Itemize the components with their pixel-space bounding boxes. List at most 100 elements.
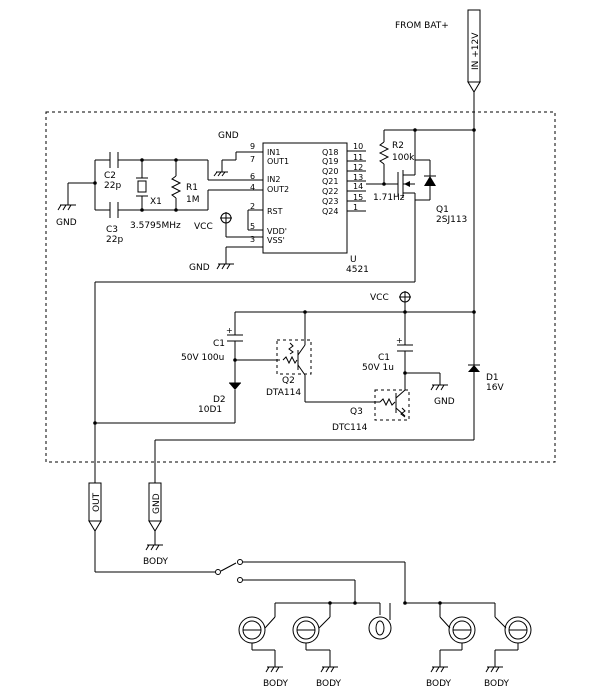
x1-value: 3.5795MHz: [130, 221, 181, 231]
lamp-3: [368, 616, 392, 640]
ic-pin-q18: Q18: [322, 148, 338, 157]
q3-part: DTC114: [332, 423, 368, 433]
ic-pin-vss: VSS': [267, 236, 285, 245]
pin-num: 7: [250, 155, 255, 164]
c1a-name: C1: [213, 339, 225, 349]
c1b-name: C1: [378, 353, 390, 363]
body-label-3: BODY: [426, 679, 452, 689]
ic-pin-vdd: VDD': [267, 227, 287, 236]
lamp-4: [448, 616, 476, 644]
transistor-q3: [374, 389, 410, 421]
x1-name: X1: [150, 197, 162, 207]
body-label-4: BODY: [484, 679, 510, 689]
c2-value: 22p: [104, 181, 121, 191]
d2-value: 10D1: [198, 405, 222, 415]
vcc-symbol: [220, 212, 232, 224]
capacitor-c3: [109, 202, 119, 218]
q1-name: Q1: [436, 205, 449, 215]
ground-symbol: [430, 384, 448, 391]
c3-name: C3: [106, 225, 118, 235]
pin-num: 5: [250, 222, 255, 231]
from-bat-label: FROM BAT+: [395, 21, 449, 31]
ic-pin-in1: IN1: [267, 148, 280, 157]
gnd-top-label: GND: [218, 131, 239, 141]
pin-num: 12: [353, 163, 363, 172]
pin-num: 1: [353, 203, 358, 212]
pin-num: 9: [250, 142, 255, 151]
d1-value: 16V: [486, 383, 504, 393]
crystal-x1: [136, 177, 148, 197]
lamp-1: [238, 616, 266, 644]
svg-text:+: +: [396, 336, 403, 345]
vcc-label-mid: VCC: [370, 293, 389, 303]
q1-part: 2SJ113: [436, 215, 467, 225]
pin-num: 3: [250, 235, 255, 244]
q2-name: Q2: [282, 376, 295, 386]
pin-num: 2: [250, 202, 255, 211]
board-outline: [45, 111, 556, 463]
transistor-q2: [276, 339, 312, 376]
ground-symbol: [265, 666, 283, 673]
mosfet-q1: [397, 159, 436, 201]
out-label: OUT: [92, 492, 102, 512]
pin-num: 13: [353, 173, 363, 182]
vcc-label-u: VCC: [194, 222, 213, 232]
gnd-left-label: GND: [56, 218, 77, 228]
out-connector: OUT: [88, 482, 102, 532]
r2-value: 100k: [392, 153, 415, 163]
pin-num: 6: [250, 172, 255, 181]
ic-pin-out1: OUT1: [267, 157, 289, 166]
in-12v-connector: IN +12V: [467, 9, 481, 93]
ic-part: 4521: [346, 265, 369, 275]
ground-symbol: [216, 263, 234, 270]
ic-pin-q23: Q23: [322, 197, 338, 206]
d2-name: D2: [213, 395, 226, 405]
q2-part: DTA114: [266, 388, 301, 398]
gnd-connector-label: GND: [152, 493, 162, 514]
svg-text:+: +: [226, 326, 233, 335]
capacitor-c2: [109, 152, 119, 168]
ic-pin-q21: Q21: [322, 177, 338, 186]
c2-name: C2: [104, 171, 116, 181]
pin-num: 4: [250, 183, 255, 192]
freq-label: 1.71Hz: [373, 193, 405, 203]
body-label-1: BODY: [263, 679, 289, 689]
ic-pin-rst: RST: [267, 207, 283, 216]
q3-name: Q3: [350, 407, 363, 417]
ic-pin-out2: OUT2: [267, 185, 289, 194]
ic-pin-q19: Q19: [322, 157, 338, 166]
r2-name: R2: [392, 141, 404, 151]
resistor-r2: [378, 141, 390, 165]
ground-symbol: [320, 666, 338, 673]
ic-pin-in2: IN2: [267, 175, 280, 184]
c3-value: 22p: [106, 235, 123, 245]
ground-symbol: [57, 183, 76, 211]
diode-d2: [229, 382, 241, 390]
pin-num: 10: [353, 142, 363, 151]
lamp-5: [504, 616, 532, 644]
ground-symbol: [145, 544, 163, 551]
vcc-symbol: [399, 291, 411, 303]
resistor-r1: [170, 175, 182, 199]
pin-num: 11: [353, 153, 363, 162]
ic-4521: [262, 142, 348, 254]
ic-pin-q20: Q20: [322, 167, 338, 176]
ic-name: U: [350, 255, 357, 265]
in-12v-label: IN +12V: [471, 32, 481, 70]
ground-symbol: [485, 666, 503, 673]
ground-symbol: [213, 159, 236, 177]
c1b-value: 50V 1u: [362, 363, 394, 373]
body-top-label: BODY: [143, 557, 169, 567]
pin-num: 15: [353, 193, 363, 202]
zener-diode-d1: [468, 364, 480, 372]
r1-value: 1M: [186, 195, 200, 205]
selector-switch: [215, 559, 243, 583]
ic-pin-q22: Q22: [322, 187, 338, 196]
c1a-value: 50V 100u: [181, 353, 224, 363]
ground-symbol: [430, 666, 448, 673]
body-label-2: BODY: [316, 679, 342, 689]
r1-name: R1: [186, 183, 198, 193]
lamp-2: [292, 616, 320, 644]
d1-name: D1: [486, 373, 499, 383]
